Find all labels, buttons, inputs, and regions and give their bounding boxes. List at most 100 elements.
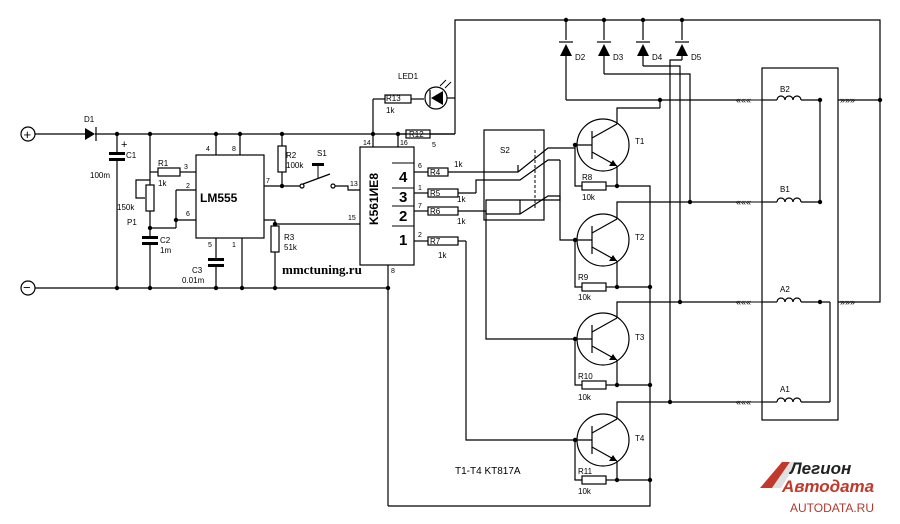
r9-value: 10k <box>578 293 592 302</box>
d5-bus <box>669 59 682 402</box>
r1-label: R1 <box>158 159 169 168</box>
p1-value: 150k <box>117 203 135 212</box>
k561-box-4: 4 <box>399 169 408 186</box>
t1-label: T1 <box>635 137 645 146</box>
r2-label: R2 <box>286 151 297 160</box>
switch-s2: S2 <box>475 129 575 221</box>
resistor-r7: R7 1k 2 <box>414 232 466 260</box>
r1-value: 1k <box>158 179 167 188</box>
diode-d1: D1 <box>84 115 97 141</box>
s1-label: S1 <box>317 149 327 158</box>
t4-label: T4 <box>635 434 645 443</box>
junction-dots <box>114 17 883 483</box>
r12-pin: 5 <box>432 142 436 149</box>
c1-label: C1 <box>126 151 137 160</box>
c1-polarity: + <box>121 139 127 151</box>
k561-pin14: 14 <box>363 140 371 147</box>
led1-indicator: LED1 R13 1k <box>372 72 455 134</box>
k561-label: K561ИЕ8 <box>367 173 381 225</box>
resistor-r1: R1 1k <box>150 159 196 188</box>
c3-value: 0.01m <box>182 276 205 285</box>
r6-label: R6 <box>430 207 441 216</box>
capacitor-c3: C3 0.01m <box>182 258 224 288</box>
minus-terminal-label: − <box>23 280 31 295</box>
k561ie8-counter-chip: K561ИЕ8 14 16 13 15 8 4 3 2 1 <box>348 134 415 506</box>
lm555-pin3: 3 <box>184 164 188 171</box>
c1-value: 100m <box>90 171 110 180</box>
r12-label: R12 <box>409 130 424 139</box>
coil-b1-label: B1 <box>780 185 790 194</box>
connector-arrows-a1: ««« <box>736 397 751 407</box>
resistor-r9: R9 10k <box>574 240 617 302</box>
top-supply-wire <box>454 19 881 134</box>
lm555-pin7: 7 <box>266 178 270 185</box>
r11-value: 10k <box>578 487 592 496</box>
r8-label: R8 <box>582 173 593 182</box>
r11-label: R11 <box>578 467 593 476</box>
d4-label: D4 <box>652 53 663 62</box>
k561-pin15: 15 <box>348 215 356 222</box>
resistor-r4: R4 1k 6 <box>414 160 498 177</box>
lm555-timer-chip: LM555 4 8 3 2 6 7 5 1 <box>176 134 282 288</box>
r7-label: R7 <box>430 237 441 246</box>
coil-a1-label: A1 <box>780 385 790 394</box>
k561-box-1: 1 <box>399 232 407 249</box>
d4-bus <box>643 65 681 302</box>
r4-value: 1k <box>454 160 463 169</box>
c2-label: C2 <box>160 236 171 245</box>
connector-arrows-b2: ««« <box>736 95 751 105</box>
r6-value: 1k <box>457 217 466 226</box>
coil-b2-label: B2 <box>780 85 790 94</box>
lm555-pin8: 8 <box>232 146 236 153</box>
transistor-type-note: T1-T4 KT817A <box>455 466 521 477</box>
r10-value: 10k <box>578 393 592 402</box>
switch-s1: S1 <box>282 149 360 191</box>
r8-value: 10k <box>582 193 596 202</box>
r9-label: R9 <box>578 273 589 282</box>
led1-label: LED1 <box>398 72 419 81</box>
k561-pin16: 16 <box>400 140 408 147</box>
lm555-pin1: 1 <box>232 242 236 249</box>
resistor-r11: R11 10k <box>574 440 617 496</box>
diode-d2: D2 <box>559 20 586 100</box>
r4-label: R4 <box>430 168 441 177</box>
coil-a2-label: A2 <box>780 285 790 294</box>
transistor-t1: T1 <box>575 107 660 186</box>
s2-label: S2 <box>500 146 510 155</box>
coil-b2: B2 <box>762 85 820 101</box>
r4-pin: 6 <box>418 163 422 170</box>
resistor-r3: R3 51k <box>264 219 360 288</box>
watermark-text: mmctuning.ru <box>282 262 362 277</box>
logo-line1: Легион <box>788 459 851 478</box>
r6-pin: 7 <box>418 203 422 210</box>
lm555-pin2: 2 <box>186 183 190 190</box>
t4-base-wire <box>465 241 575 441</box>
ground-return-wire <box>388 185 651 507</box>
d3-bus <box>604 73 691 202</box>
k561-box-3: 3 <box>399 189 407 206</box>
positive-rail: + <box>20 126 455 142</box>
transistor-t2: T2 <box>575 201 690 287</box>
stepper-motor-box: ««« ««« ««« ««« B2 B1 A2 A1 <box>736 67 839 421</box>
r7-value: 1k <box>438 251 447 260</box>
r13-label: R13 <box>386 94 401 103</box>
k561-pin13: 13 <box>350 181 358 188</box>
lm555-pin4: 4 <box>206 146 210 153</box>
lm555-label: LM555 <box>200 191 238 205</box>
diode-d3: D3 <box>597 20 624 74</box>
r7-pin: 2 <box>418 232 422 239</box>
t3-base-wire <box>485 196 575 340</box>
r3-value: 51k <box>284 243 298 252</box>
r13-value: 1k <box>386 106 395 115</box>
lm555-pin5: 5 <box>208 242 212 249</box>
logo-line3: AUTODATA.RU <box>790 501 874 515</box>
d3-label: D3 <box>613 53 624 62</box>
resistor-r5: R5 1k 1 <box>414 185 476 204</box>
capacitor-c1: + C1 100m <box>90 134 137 288</box>
r5-value: 1k <box>457 195 466 204</box>
t2-base-wire <box>559 160 575 241</box>
k561-box-2: 2 <box>399 208 407 225</box>
capacitor-c2: C2 1m <box>142 190 177 288</box>
legion-autodata-logo: Легион Автодата AUTODATA.RU <box>760 459 874 515</box>
